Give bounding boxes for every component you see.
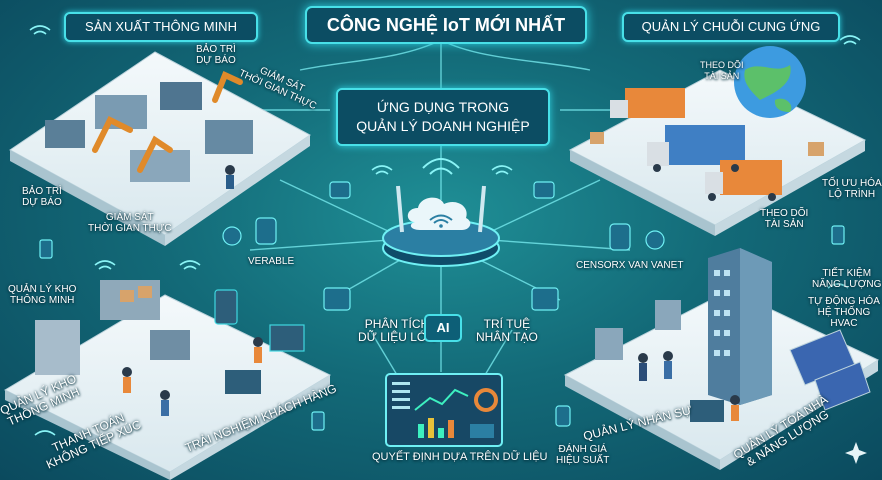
subtitle-box: ỨNG DỤNG TRONG QUẢN LÝ DOANH NGHIỆP [336,88,550,146]
building-platform [563,248,880,470]
ai-badge: AI [424,314,462,342]
label-wearable: VERABLE [248,256,295,267]
label-supply-chain: QUẢN LÝ CHUỖI CUNG ỨNG [622,12,840,42]
label-censorx: CENSORX VAN VANET [576,260,684,271]
wifi-icons [29,25,861,436]
floating-icons [39,181,845,431]
label-smart-manufacturing: SẢN XUẤT THÔNG MINH [64,12,258,42]
connection-lines [249,39,631,381]
subtitle-line-2: QUẢN LÝ DOANH NGHIỆP [356,118,530,134]
sparkle-icon [845,442,867,464]
dashboard-monitor [385,373,503,447]
factory-platform [9,51,311,246]
iot-router-hub [382,158,500,267]
main-title: CÔNG NGHỆ IoT MỚI NHẤT [305,6,587,44]
retail-platform [3,280,332,480]
supply-chain-platform [568,46,867,236]
label-data-driven-decisions: QUYẾT ĐỊNH DỰA TRÊN DỮ LIỆU [372,451,548,463]
subtitle-line-1: ỨNG DỤNG TRONG [376,99,510,115]
